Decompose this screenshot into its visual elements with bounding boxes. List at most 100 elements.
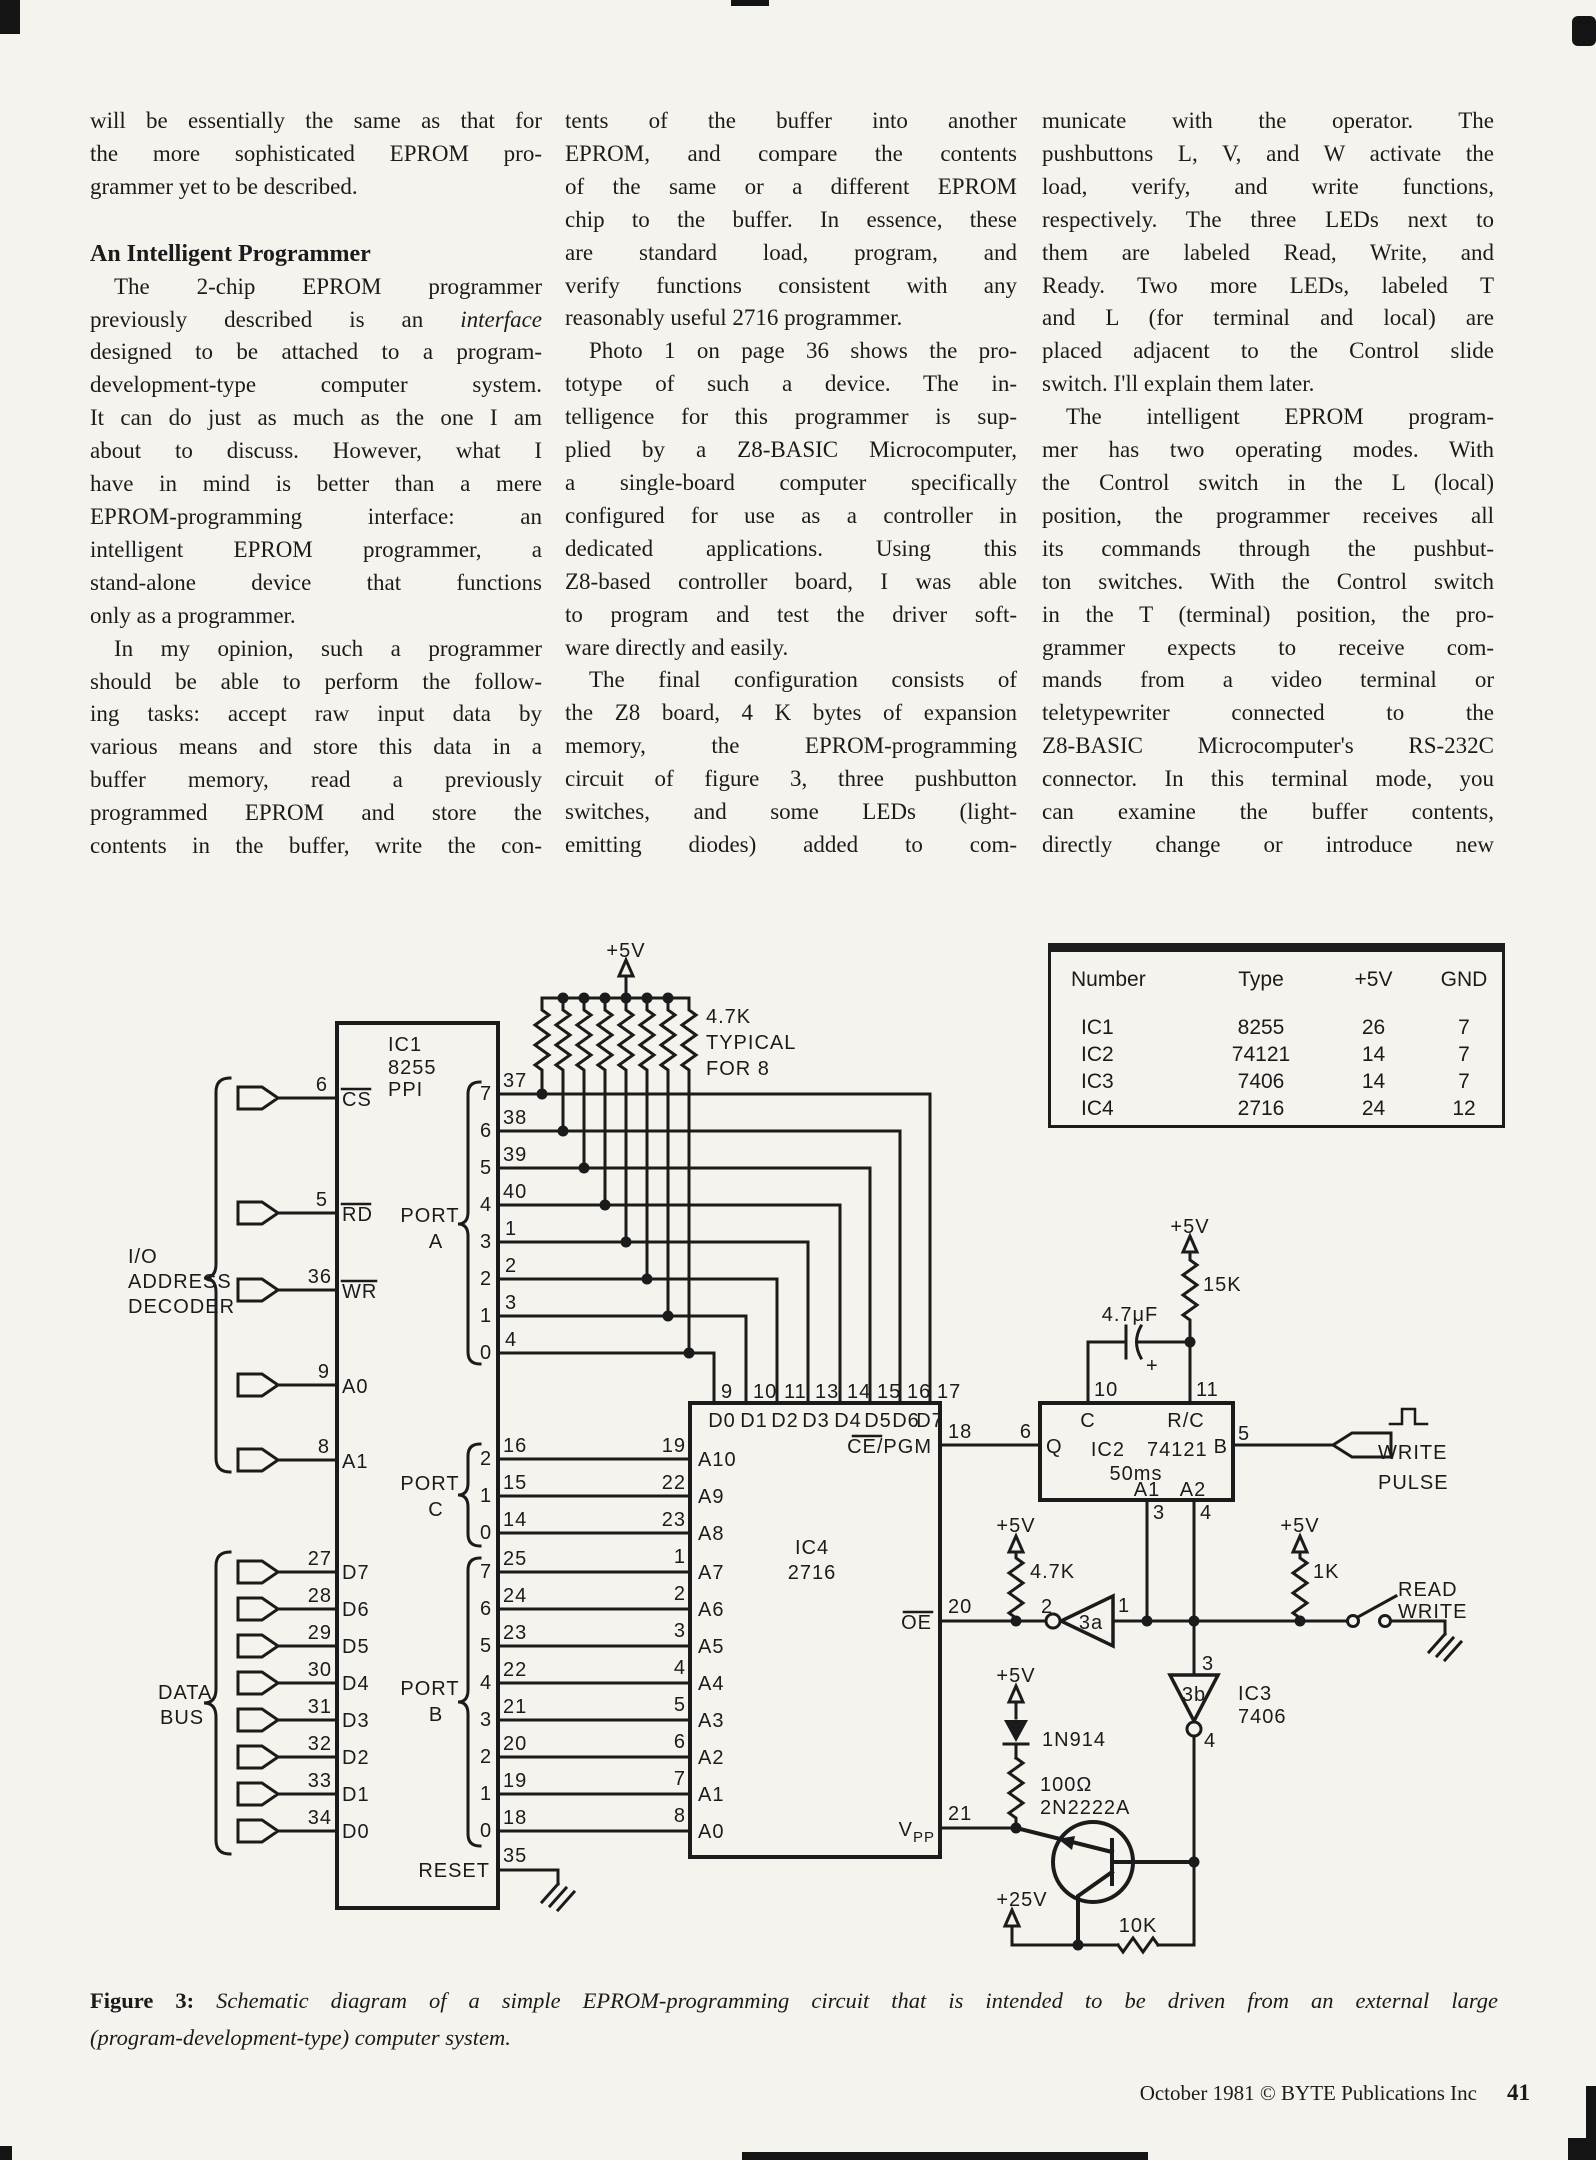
schematic-label: 20 bbox=[948, 1596, 972, 1618]
parts-table-cell: 7 bbox=[1458, 1016, 1470, 1039]
body-text-line: a single-board computer specifically bbox=[565, 469, 1017, 495]
schematic-label: WRITE bbox=[1378, 1442, 1447, 1464]
schematic-label: VPP bbox=[899, 1819, 935, 1846]
parts-table-header: Number bbox=[1071, 968, 1146, 991]
page-number: 41 bbox=[1507, 2080, 1530, 2105]
schematic-label: 8 bbox=[318, 1436, 330, 1458]
schematic-label: 14 bbox=[847, 1381, 871, 1403]
schematic-label: PULSE bbox=[1378, 1472, 1449, 1494]
schematic-label: 4 bbox=[1204, 1730, 1216, 1752]
caption-line: Figure 3: Schematic diagram of a simple … bbox=[90, 1988, 1498, 2013]
parts-table-cell: 26 bbox=[1361, 1016, 1386, 1039]
parts-table-cell: 2716 bbox=[1237, 1097, 1285, 1120]
schematic-label: 2 bbox=[480, 1746, 492, 1768]
body-text-line: chip to the buffer. In essence, these bbox=[565, 206, 1017, 232]
inverter-3b bbox=[1167, 1673, 1221, 1725]
read-write-switch-wires bbox=[1355, 1593, 1464, 1663]
schematic-label: 19 bbox=[662, 1435, 686, 1457]
body-text-line: ton switches. With the Control switch bbox=[1042, 568, 1494, 594]
body-text-line: stand-alone device that functions bbox=[90, 569, 542, 595]
body-text-line: buffer memory, read a previously bbox=[90, 767, 542, 793]
schematic-label: 23 bbox=[503, 1622, 527, 1644]
schematic-label: WR bbox=[342, 1281, 377, 1303]
body-text-line: The intelligent EPROM program- bbox=[1066, 404, 1494, 430]
schematic-label: +5V bbox=[996, 1515, 1035, 1537]
scan-artifact bbox=[1572, 16, 1596, 46]
schematic-label: 4 bbox=[1200, 1502, 1212, 1524]
parts-table-cell: IC1 bbox=[1081, 1016, 1114, 1039]
schematic-label: 18 bbox=[948, 1421, 972, 1443]
body-text-line: the more sophisticated EPROM pro- bbox=[90, 140, 542, 166]
schematic-label: 6 bbox=[1020, 1421, 1032, 1443]
parts-table-header: GND bbox=[1440, 968, 1488, 991]
schematic-label: A9 bbox=[698, 1486, 724, 1508]
schematic-label: BUS bbox=[160, 1707, 204, 1729]
body-text-line: tents of the buffer into another bbox=[565, 108, 1017, 133]
inverter-3a bbox=[1056, 1593, 1115, 1649]
schematic-label: C bbox=[1080, 1410, 1095, 1432]
port-c-b-address-wires bbox=[496, 1457, 692, 1833]
schematic-label: D4 bbox=[342, 1673, 370, 1695]
schematic-label: D6 bbox=[892, 1410, 920, 1432]
body-text-line: its commands through the pushbut- bbox=[1042, 535, 1494, 561]
schematic-label: A0 bbox=[698, 1821, 724, 1843]
schematic-label: A1 bbox=[1134, 1479, 1160, 1501]
write-pulse-input-flag bbox=[1330, 1431, 1393, 1459]
body-text-line: In my opinion, such a programmer bbox=[114, 635, 542, 661]
schematic-label: D1 bbox=[342, 1784, 370, 1806]
schematic-label: 5 bbox=[480, 1157, 492, 1179]
schematic-label: 0 bbox=[480, 1820, 492, 1842]
schematic-label: 13 bbox=[815, 1381, 839, 1403]
body-text-line: previously described is an interface bbox=[90, 306, 542, 332]
plus5v-arrow bbox=[1180, 1232, 1200, 1254]
schematic-label: 1 bbox=[480, 1485, 492, 1507]
body-text-line: emitting diodes) added to com- bbox=[565, 831, 1017, 857]
body-text-line: in the T (terminal) position, the pro- bbox=[1042, 601, 1494, 627]
schematic-label: +5V bbox=[1280, 1515, 1319, 1537]
schematic-label: RD bbox=[342, 1204, 373, 1226]
inverter-3b-bubble bbox=[1185, 1720, 1203, 1738]
schematic-label: 16 bbox=[503, 1435, 527, 1457]
switch-contact bbox=[1346, 1614, 1360, 1628]
schematic-label: 16 bbox=[907, 1381, 931, 1403]
schematic-label: 3b bbox=[1182, 1684, 1206, 1706]
body-text-line: Ready. Two more LEDs, labeled T bbox=[1042, 272, 1494, 298]
schematic-label: 5 bbox=[480, 1635, 492, 1657]
schematic-label: 25 bbox=[503, 1548, 527, 1570]
schematic-label: D1 bbox=[740, 1410, 768, 1432]
schematic-label: +5V bbox=[996, 1665, 1035, 1687]
schematic-label: D2 bbox=[342, 1747, 370, 1769]
body-text-line: switch. I'll explain them later. bbox=[1042, 371, 1315, 397]
emitter-arrow bbox=[1058, 1836, 1075, 1850]
schematic-label: 22 bbox=[503, 1659, 527, 1681]
ic4-2716-outline bbox=[688, 1401, 942, 1859]
scan-artifact bbox=[1568, 2138, 1596, 2160]
schematic-label: 2 bbox=[480, 1268, 492, 1290]
port-a-data-wires bbox=[496, 1092, 932, 1405]
schematic-label: 9 bbox=[721, 1381, 733, 1403]
scan-artifact bbox=[0, 2146, 12, 2160]
schematic-label: 35 bbox=[503, 1845, 527, 1867]
body-text-line: of the same or a different EPROM bbox=[565, 173, 1017, 199]
schematic-label: 8 bbox=[674, 1805, 686, 1827]
schematic-label: I/O bbox=[128, 1246, 158, 1268]
schematic-label: 21 bbox=[503, 1696, 527, 1718]
schematic-label: D7 bbox=[916, 1410, 944, 1432]
schematic-label: D5 bbox=[342, 1636, 370, 1658]
parts-table-cell: IC4 bbox=[1081, 1097, 1114, 1120]
schematic-label: 3 bbox=[674, 1620, 686, 1642]
schematic-label: 19 bbox=[503, 1770, 527, 1792]
schematic-label: Q bbox=[1046, 1436, 1063, 1458]
schematic-label: 6 bbox=[316, 1074, 328, 1096]
schematic-label: A7 bbox=[698, 1562, 724, 1584]
schematic-label: 28 bbox=[308, 1585, 332, 1607]
scan-artifact bbox=[0, 0, 20, 34]
body-text-line: programmed EPROM and store the bbox=[90, 800, 542, 826]
schematic-label: R/C bbox=[1167, 1410, 1204, 1432]
parts-table-cell: 8255 bbox=[1237, 1016, 1285, 1039]
schematic-label: 21 bbox=[948, 1803, 972, 1825]
schematic-label: 5 bbox=[674, 1694, 686, 1716]
schematic-label: 7 bbox=[674, 1768, 686, 1790]
